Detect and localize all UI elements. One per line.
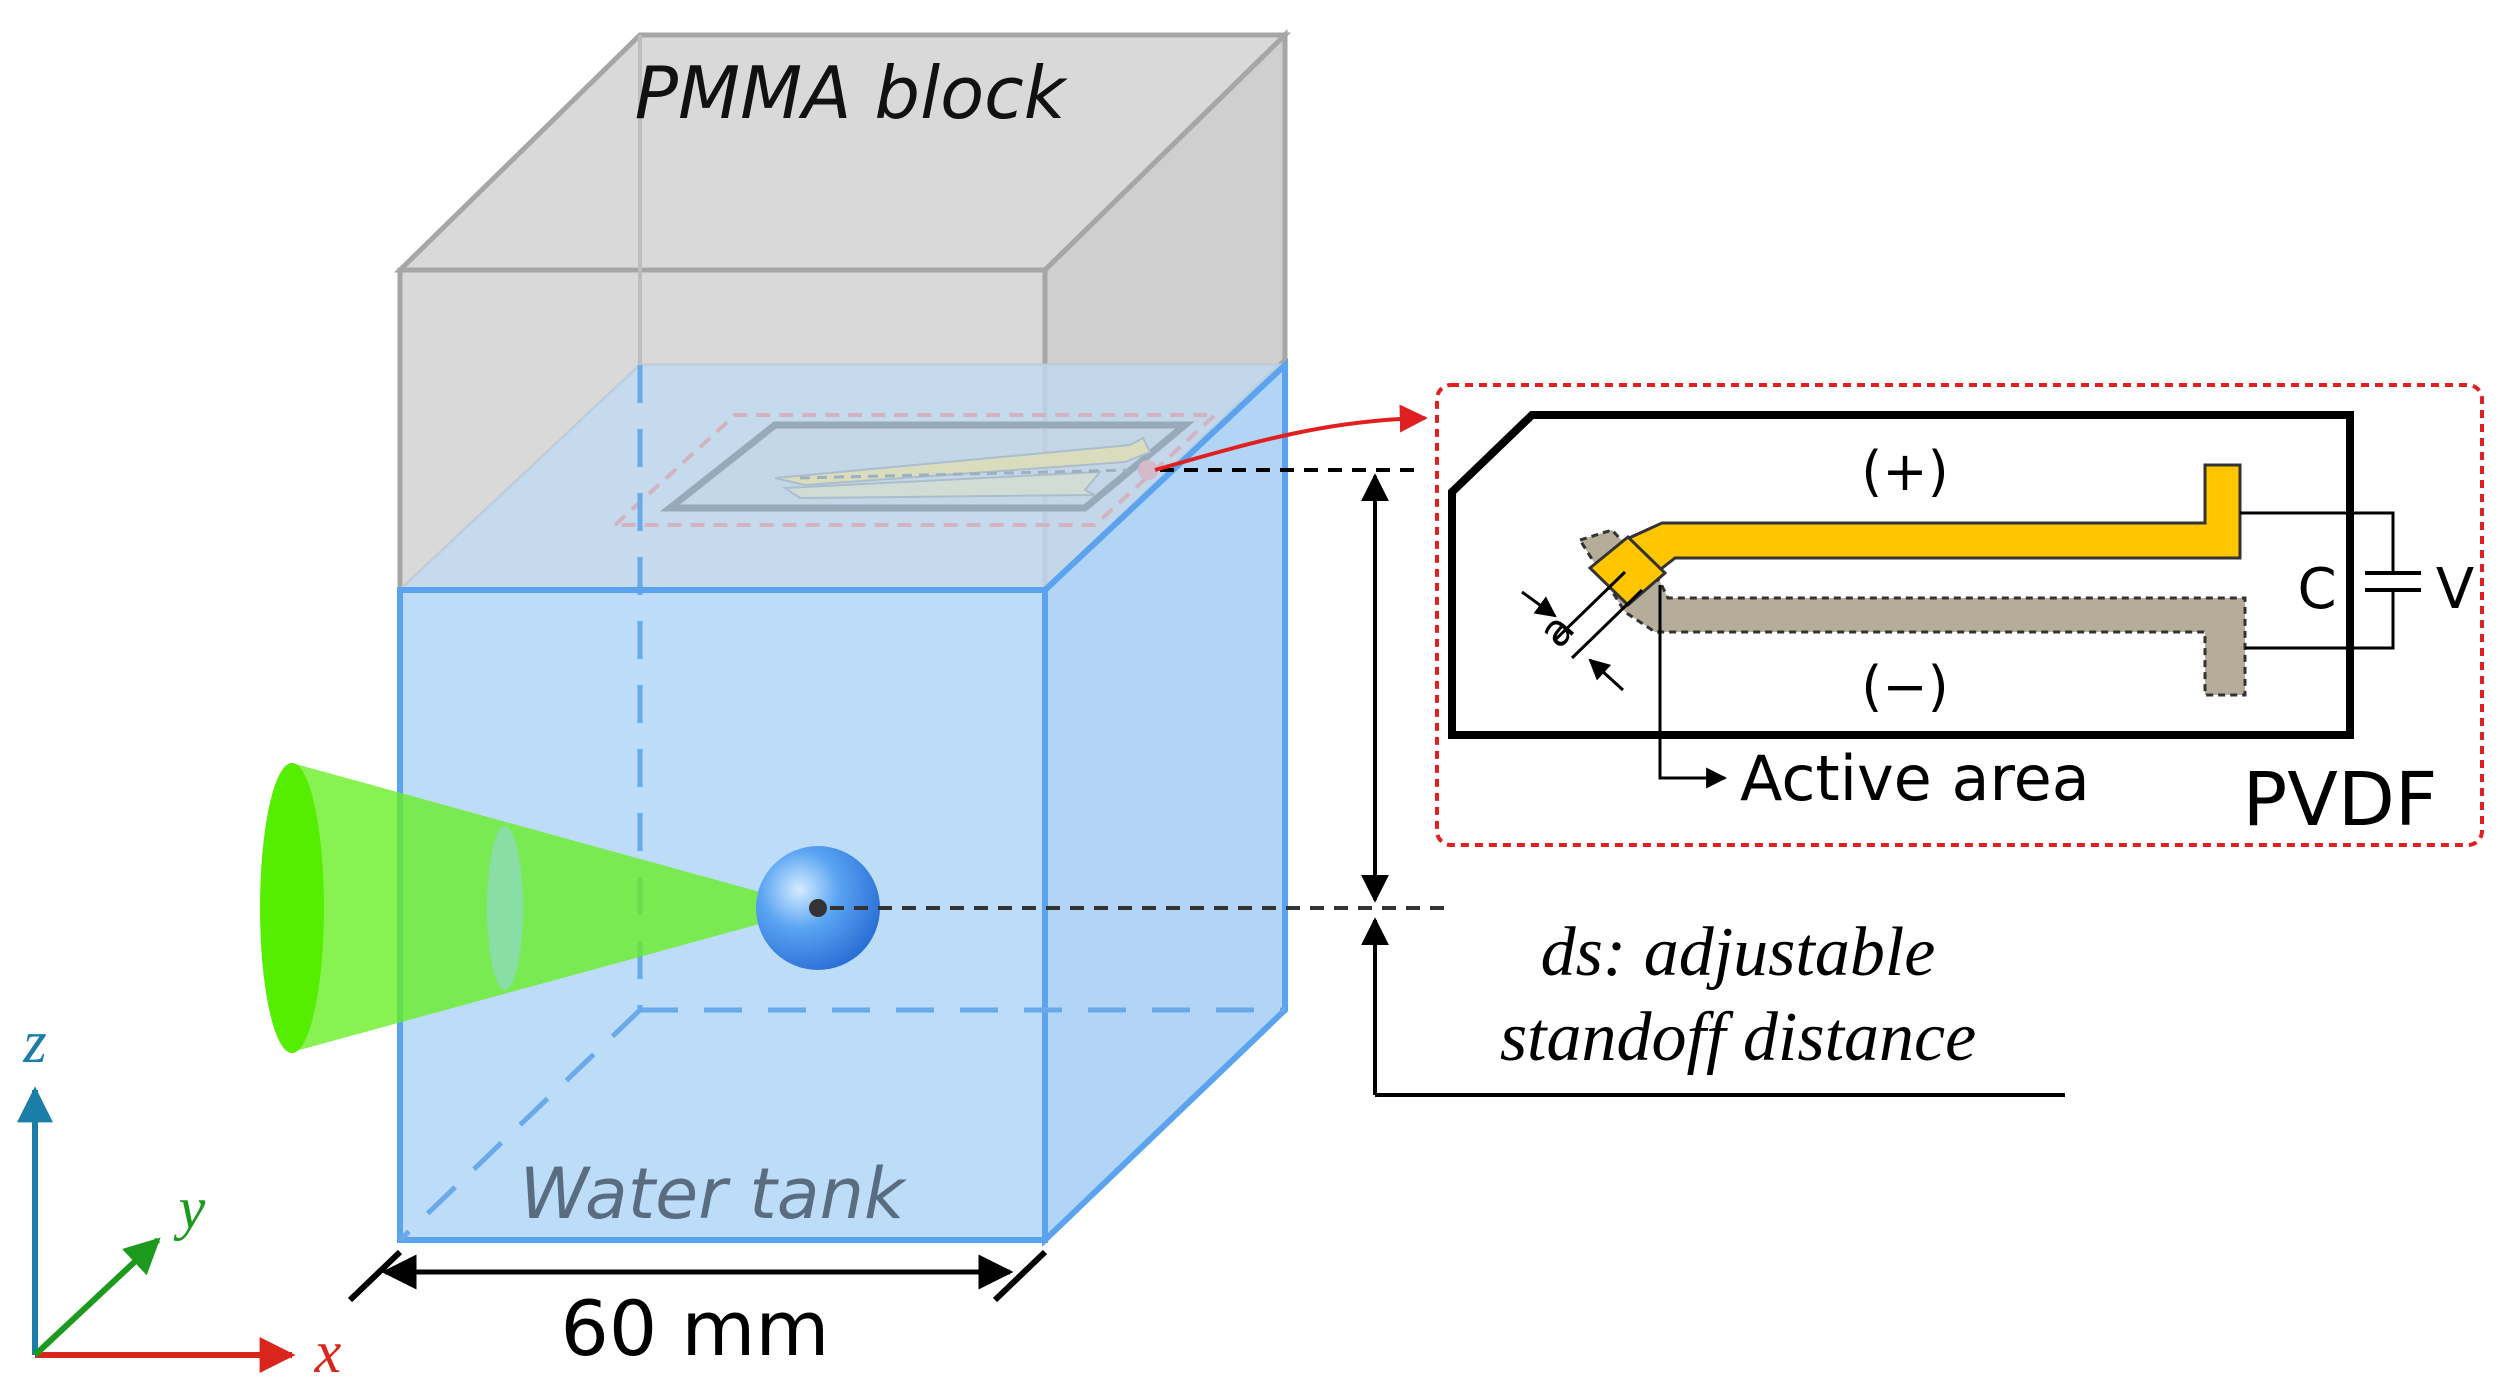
wire-positive <box>2240 511 2395 573</box>
aperture-extension-1 <box>1553 570 1627 642</box>
laser-source <box>260 763 324 1053</box>
water-top-face <box>400 365 1285 590</box>
laser-cone <box>292 763 818 1052</box>
voltage-label: V <box>2436 557 2474 622</box>
pvdf-detail-inset <box>1435 383 2484 847</box>
laser-beam <box>260 763 818 1053</box>
active-overlap-region <box>1587 534 1668 608</box>
active-area-leader <box>1658 585 1728 789</box>
wire-negative <box>2245 590 2395 650</box>
pvdf-film <box>1448 411 2354 739</box>
aperture-arrow-lower <box>1588 658 1625 692</box>
standoff-label-line2: standoff distance <box>1500 999 1976 1076</box>
pvdf-label: PVDF <box>2243 757 2438 843</box>
coordinate-axes <box>16 1086 296 1373</box>
z-axis-label: z <box>22 1009 46 1075</box>
aperture-arrow-upper <box>1521 590 1557 618</box>
water-tank <box>397 358 1288 1248</box>
y-axis-arrow <box>32 1237 161 1358</box>
zoom-callout-arrow <box>1154 404 1428 472</box>
standoff-label-line1: ds: adjustable <box>1541 914 1936 991</box>
inset-frame <box>1435 383 2484 847</box>
active-area-label: Active area <box>1740 742 2090 815</box>
water-tank-label: Water tank <box>519 1153 907 1235</box>
pmma-block-label: PMMA block <box>635 51 1069 135</box>
water-hidden-diagonal <box>398 1008 642 1242</box>
bubble-center-dot <box>809 899 827 917</box>
negative-electrode-label: (−) <box>1861 655 1948 718</box>
focusing-lens-icon <box>487 826 523 990</box>
width-extension-left <box>347 1249 403 1303</box>
x-axis-label: x <box>314 1319 342 1385</box>
capacitor-label: C <box>2297 557 2336 622</box>
width-extension-right <box>992 1249 1048 1303</box>
width-dimension-label: 60 mm <box>561 1284 830 1373</box>
negative-electrode <box>1577 528 2247 697</box>
positive-electrode-label: (+) <box>1861 440 1948 503</box>
y-axis-label: y <box>173 1175 206 1241</box>
aperture-extension-2 <box>1570 588 1644 660</box>
